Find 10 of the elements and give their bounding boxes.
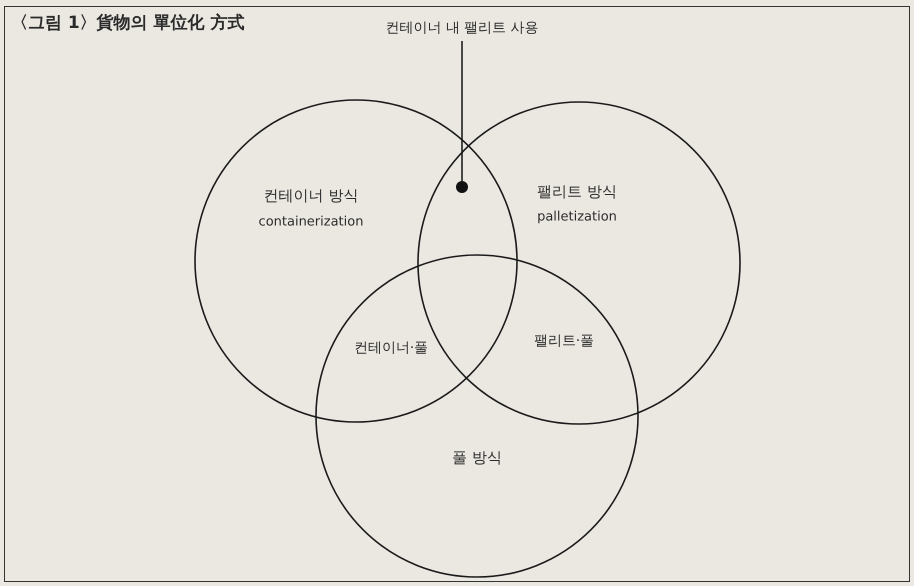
set-sublabel: containerization [258, 214, 364, 230]
set-label: 컨테이너 방식 [264, 186, 358, 206]
figure-title: 〈그림 1〉貨物의 單位化 方式 [11, 12, 245, 34]
leader-line [461, 41, 463, 181]
set-label: 팰리트 방식 [537, 182, 617, 202]
set-sublabel: palletization [537, 210, 617, 224]
callout-text: 컨테이너 내 팰리트 사용 [385, 19, 539, 37]
overlap-label: 팰리트·풀 [534, 332, 594, 350]
set-label: 풀 방식 [452, 448, 502, 468]
overlap-label: 컨테이너·풀 [354, 339, 428, 357]
